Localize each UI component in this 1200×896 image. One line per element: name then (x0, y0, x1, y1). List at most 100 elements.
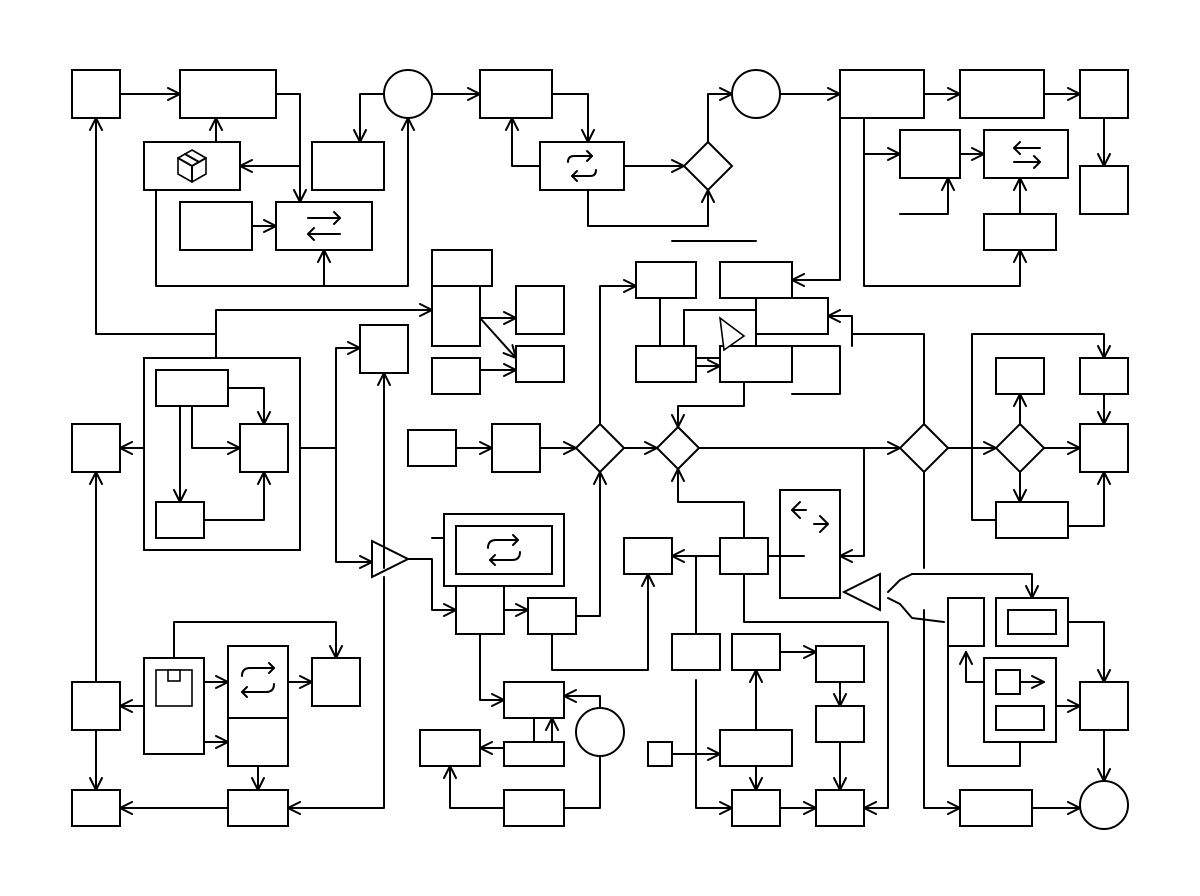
node-decision-4[interactable] (898, 422, 950, 474)
node-center-b[interactable] (719, 261, 793, 299)
node-right-box-1[interactable] (899, 129, 961, 179)
node-decision-3[interactable] (655, 425, 701, 471)
edge (407, 558, 457, 617)
swap-arrows-icon (1013, 141, 1041, 169)
node-decision-2[interactable] (574, 422, 626, 474)
node-r-box-1[interactable] (995, 357, 1045, 395)
edge (551, 93, 595, 143)
edge (695, 679, 733, 815)
edge (335, 549, 373, 569)
node-lr-tall[interactable] (947, 597, 985, 647)
node-bl-bottom[interactable] (227, 789, 289, 827)
node-group-top[interactable] (155, 369, 229, 407)
node-group-bottom[interactable] (155, 501, 205, 539)
node-r-box-2[interactable] (1079, 357, 1129, 395)
node-bcr-2[interactable] (731, 633, 781, 671)
node-bidir-box[interactable] (779, 489, 841, 599)
node-mid-small[interactable] (431, 357, 481, 395)
node-center-d[interactable] (755, 297, 829, 335)
node-left-box[interactable] (71, 423, 121, 473)
save-disk-icon (155, 669, 193, 707)
edge (863, 153, 1027, 287)
node-mid-square[interactable] (359, 324, 409, 374)
node-lc-1[interactable] (623, 537, 673, 575)
edge (203, 471, 271, 521)
connectors (89, 87, 1111, 815)
node-top-process-4[interactable] (959, 69, 1045, 119)
node-connector-2[interactable] (731, 69, 781, 119)
edge (1067, 471, 1111, 527)
node-bl-left[interactable] (71, 681, 121, 731)
node-bc-3[interactable] (503, 741, 565, 767)
node-center-f[interactable] (719, 345, 793, 383)
node-swap-box-4[interactable] (227, 645, 289, 719)
node-bc-1[interactable] (503, 681, 565, 719)
node-input-box[interactable] (179, 201, 253, 251)
node-bc-circle[interactable] (575, 707, 625, 757)
node-r-box-3[interactable] (1079, 423, 1129, 473)
edge (563, 689, 601, 709)
node-top-process-2[interactable] (479, 69, 553, 119)
node-lc-2[interactable] (719, 537, 769, 575)
node-swap-box-1[interactable] (539, 141, 625, 191)
node-mid-right-2[interactable] (515, 345, 565, 383)
node-group-right[interactable] (239, 423, 289, 473)
edge (479, 317, 517, 359)
node-lc-3[interactable] (455, 585, 505, 635)
node-mid-right-1[interactable] (515, 285, 565, 335)
node-top-process-5[interactable] (1079, 69, 1129, 119)
node-right-box-3[interactable] (983, 213, 1057, 251)
node-mid-tall[interactable] (431, 285, 481, 347)
node-top-process-1[interactable] (179, 69, 277, 119)
node-end-circle[interactable] (1079, 780, 1129, 830)
node-connector-1[interactable] (383, 69, 433, 119)
node-center-a[interactable] (635, 261, 697, 299)
node-bcr-6[interactable] (731, 789, 781, 827)
node-bl-below-swap[interactable] (227, 717, 289, 767)
edge (707, 87, 733, 143)
node-lr-square[interactable] (1079, 681, 1129, 731)
edge (191, 405, 241, 455)
edge (505, 117, 541, 167)
node-swap-group-inner[interactable] (455, 525, 553, 575)
swap-arrows-icon (307, 211, 341, 241)
node-bcr-small[interactable] (647, 741, 673, 767)
node-top-process-3[interactable] (839, 69, 925, 119)
nodes (71, 69, 1129, 830)
node-lr-bottom[interactable] (959, 789, 1033, 827)
node-lr-group-a[interactable] (995, 669, 1021, 695)
node-r-box-4[interactable] (995, 501, 1069, 539)
node-start-box[interactable] (71, 69, 121, 119)
node-center-e[interactable] (635, 345, 697, 383)
edge (479, 633, 505, 707)
node-bl-bottom-left[interactable] (71, 789, 121, 827)
node-bc-2[interactable] (419, 729, 481, 767)
edge (227, 387, 271, 425)
node-decision-1[interactable] (682, 140, 734, 192)
node-bl-square[interactable] (311, 657, 361, 707)
bidirectional-arrows-icon (791, 501, 829, 533)
edge (443, 765, 505, 809)
edge (899, 177, 955, 215)
node-bcr-3[interactable] (815, 645, 865, 683)
node-bcr-4[interactable] (815, 705, 865, 743)
node-lr-group-b[interactable] (995, 705, 1045, 731)
node-bc-4[interactable] (503, 789, 565, 827)
node-bcr-7[interactable] (815, 789, 865, 827)
edge (275, 93, 307, 203)
node-flow-1[interactable] (407, 429, 457, 467)
node-mid-top[interactable] (431, 249, 493, 287)
node-open-box[interactable] (311, 141, 385, 191)
node-merge-triangle-2[interactable] (841, 572, 881, 612)
node-right-box-2[interactable] (1079, 165, 1129, 215)
node-swap-box-2[interactable] (983, 129, 1069, 179)
node-merge-triangle-1[interactable] (371, 539, 411, 579)
node-decision-5[interactable] (994, 422, 1046, 474)
node-bcr-5[interactable] (719, 729, 793, 767)
node-flow-2[interactable] (491, 423, 541, 473)
node-swap-box-3[interactable] (275, 201, 373, 251)
edge (89, 117, 217, 359)
node-lc-4[interactable] (527, 597, 577, 635)
node-bcr-1[interactable] (671, 633, 721, 671)
